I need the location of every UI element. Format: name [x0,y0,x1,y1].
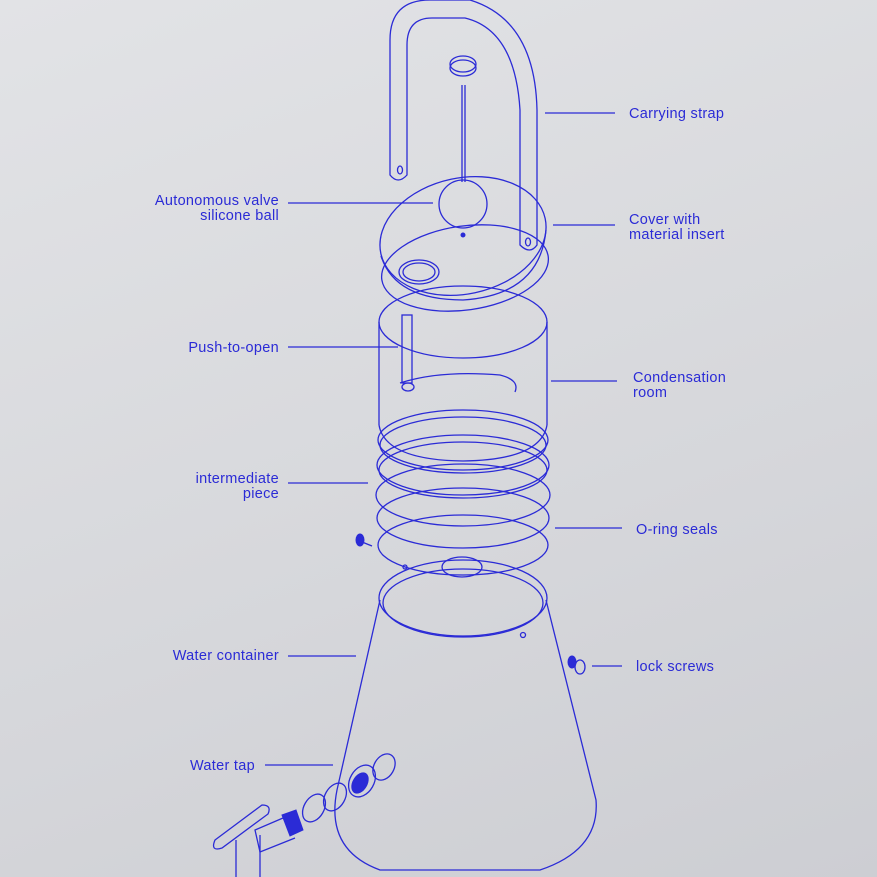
leader-lines [265,112,622,766]
label-valve-1: Autonomous valve [155,193,279,209]
condensation-room [378,285,548,462]
label-valve-2: silicone ball [200,208,279,224]
lock-screw-right [567,655,586,675]
label-o-ring-seals: O-ring seals [636,522,718,538]
cover [379,175,550,312]
label-push-to-open: Push-to-open [188,340,279,356]
o-ring-seals [375,409,551,578]
water-tap [212,753,396,877]
water-container [334,559,597,871]
label-cover-1: Cover with [629,212,701,228]
label-intermediate-2: piece [243,486,279,502]
label-water-container: Water container [173,648,279,664]
label-condensation-2: room [633,385,667,401]
push-button-disc [449,55,477,182]
label-water-tap: Water tap [190,758,255,774]
carrying-strap [389,0,538,251]
label-carrying-strap: Carrying strap [629,106,724,122]
label-lock-screws: lock screws [636,659,714,675]
lock-screw-left [355,533,373,547]
label-cover-2: material insert [629,227,725,243]
label-intermediate-1: intermediate [196,471,279,487]
label-condensation-1: Condensation [633,370,726,386]
